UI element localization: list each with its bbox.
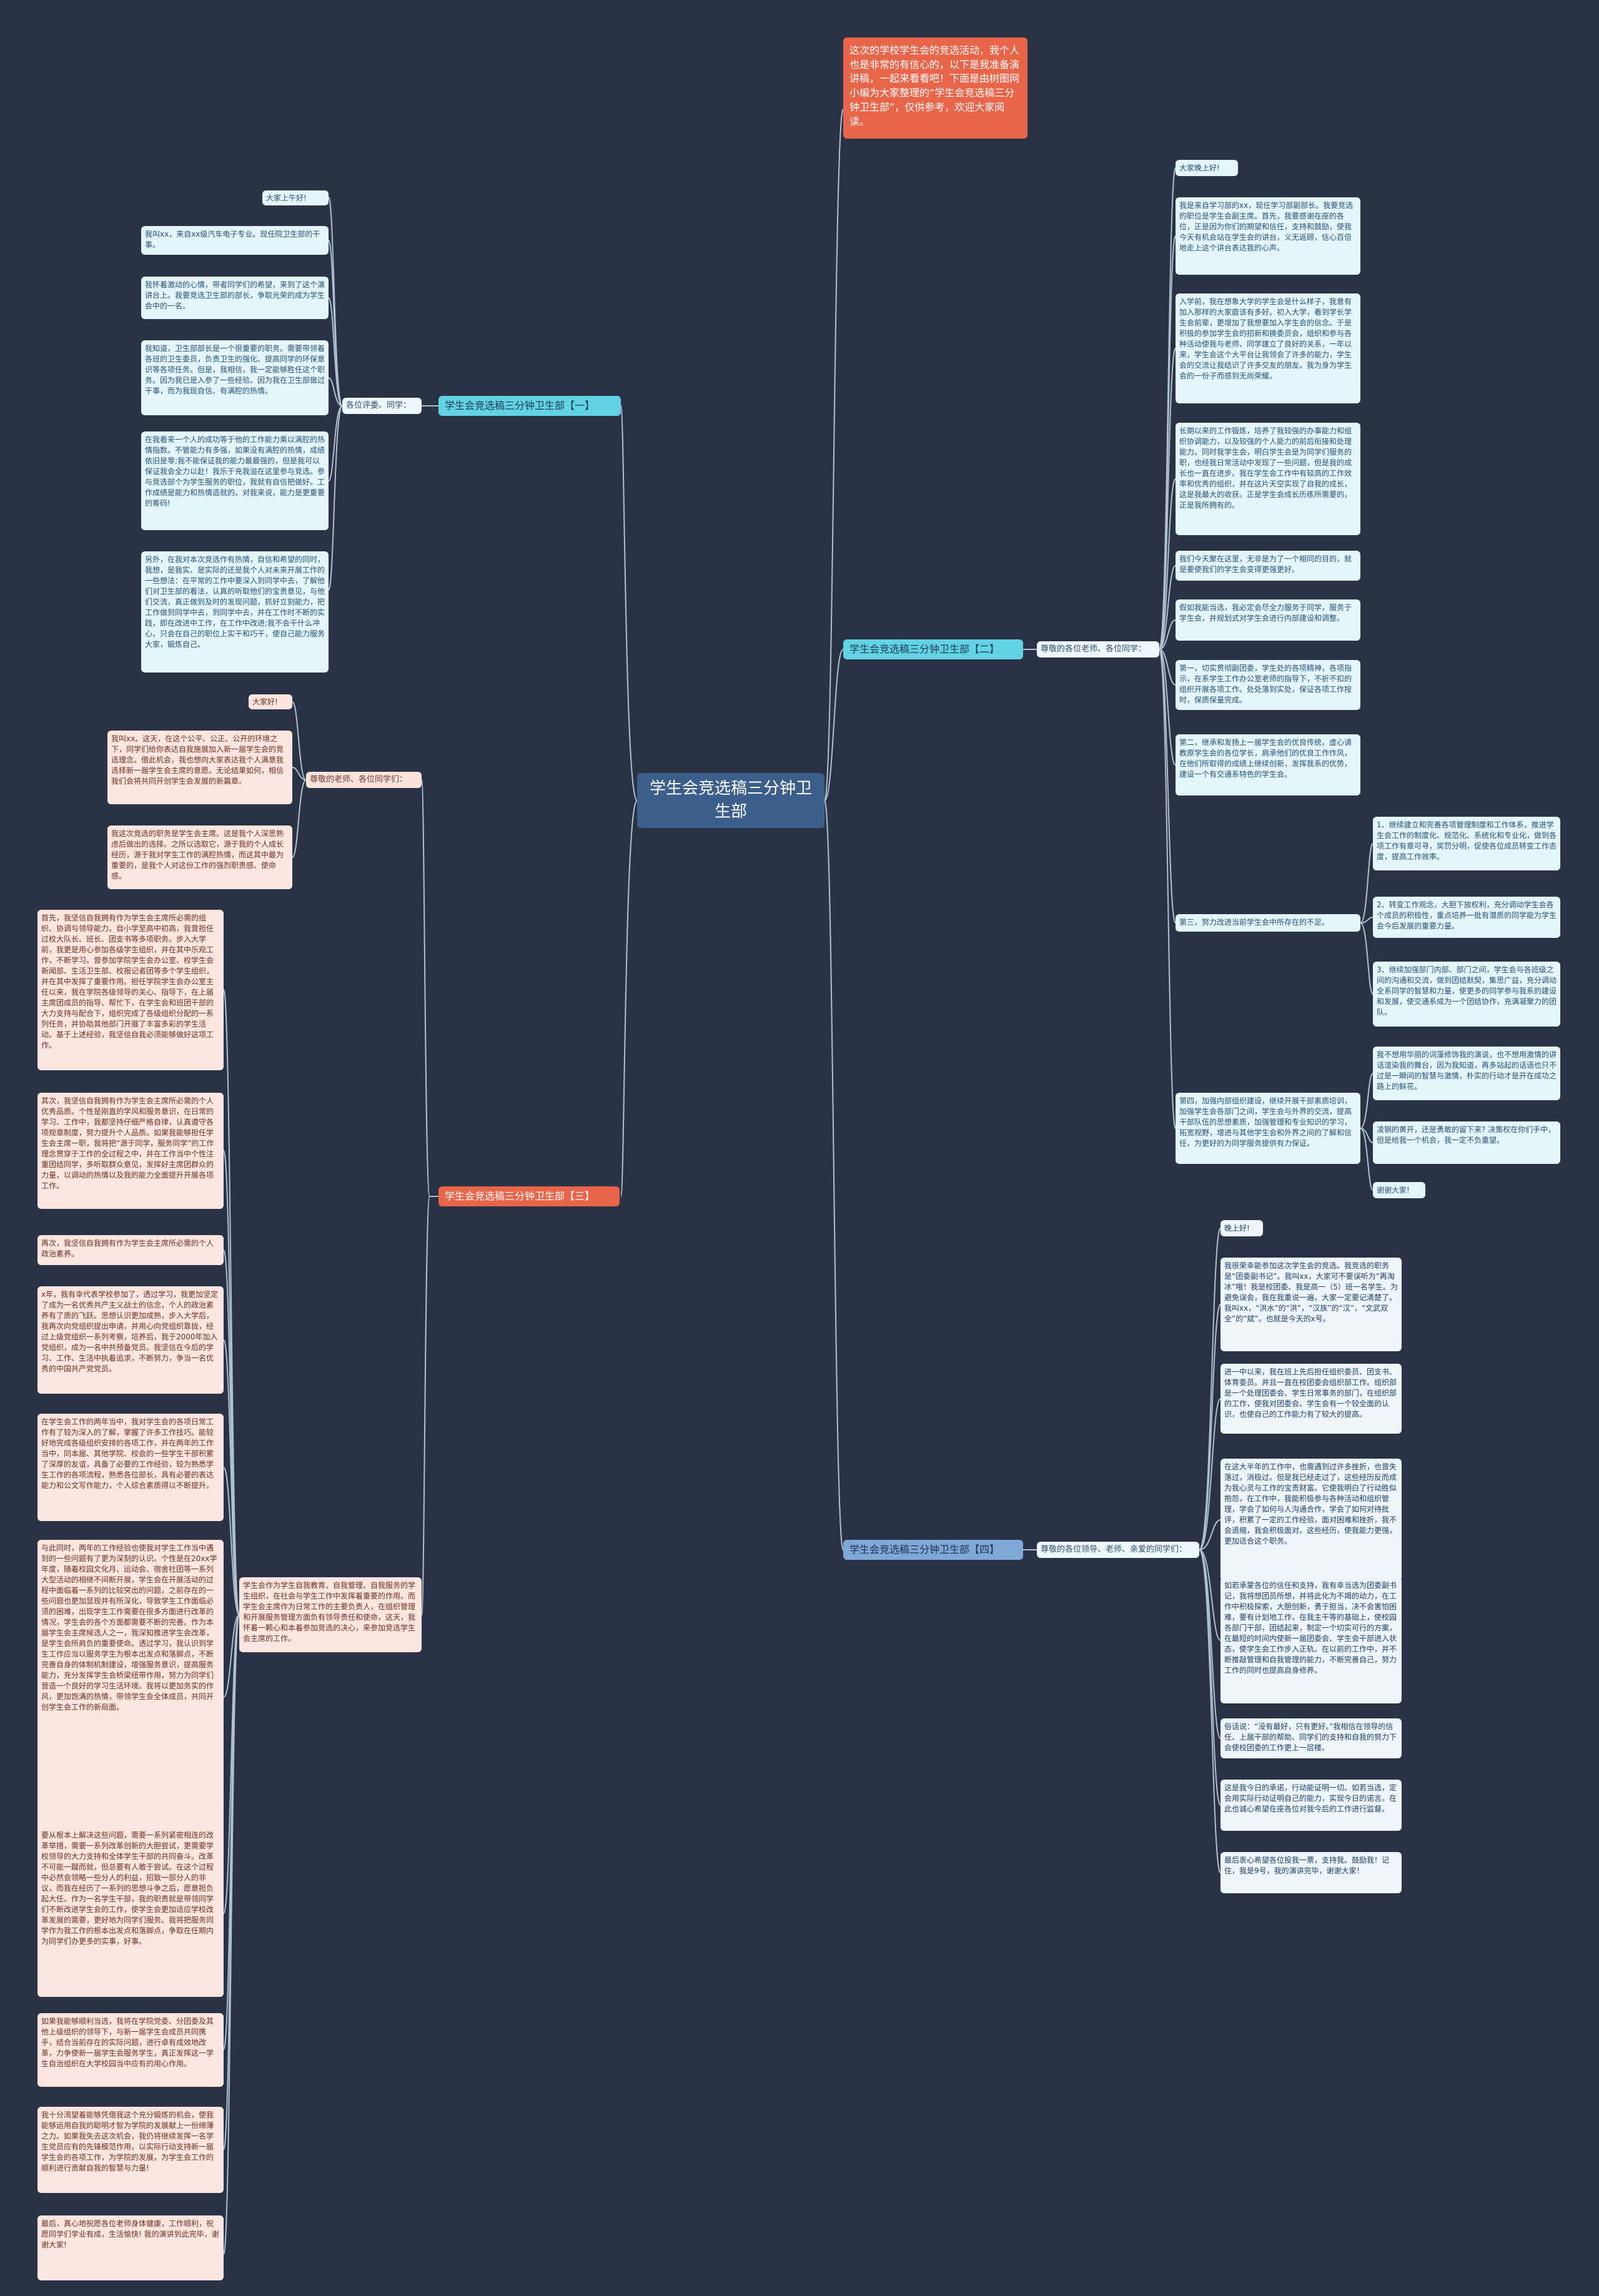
branch-2-title[interactable]: 学生会竞选稿三分钟卫生部【二】: [843, 639, 1023, 659]
branch-2-leaf-9: 第三，努力改进当前学生会中所存在的不足。: [1176, 914, 1360, 932]
branch-3-leaf-7: x年，我有幸代表学校参加了，透过学习，我更加坚定了成为一名优秀共产主义战士的信念…: [37, 1286, 224, 1394]
branch-3-leaf-6: 再次，我坚信自我拥有作为学生会主席所必需的个人政治素养。: [37, 1235, 224, 1265]
branch-2-leaf-7: 第一，切实贯彻副团委，学生处的各项精神，各项指示，在系学生工作办公室老师的指导下…: [1176, 660, 1360, 710]
branch-3-leaf-10: 要从根本上解决这些问题，需要一系列紧密相连的改革举措，需要一系列改革创新的大胆尝…: [37, 1827, 224, 1997]
branch-2-salutation[interactable]: 尊敬的各位老师、各位同学：: [1037, 641, 1159, 658]
branch-4-salutation[interactable]: 尊敬的各位领导、老师、亲爱的同学们：: [1037, 1542, 1199, 1558]
branch-3-leaf-5: 其次，我坚信自我拥有作为学生会主席所必需的个人优秀品质。个性是刚直的学风和服务意…: [37, 1093, 224, 1209]
branch-1-title[interactable]: 学生会竞选稿三分钟卫生部【一】: [438, 396, 621, 416]
intro-summary: 这次的学校学生会的竞选活动，我个人也是非常的有信心的，以下是我准备演讲稿，一起来…: [843, 37, 1027, 139]
branch-3-leaf-13: 最后，真心地祝愿各位老师身体健康，工作顺利，祝愿同学们学业有成，生活愉快! 我的…: [37, 2215, 224, 2280]
branch-1-leaf-5: 在我看来一个人的成功等于他的工作能力乘以满腔的热情指数。不管能力有多强，如果没有…: [141, 431, 329, 530]
branch-3-leaf-4: 首先，我坚信自我拥有作为学生会主席所必需的组织、协调与领导能力。自小学至高中初高…: [37, 910, 224, 1070]
branch-2-leaf-4: 长期以来的工作锻炼，培养了我较强的办事能力和组织协调能力，以及较强的个人能力的前…: [1176, 423, 1360, 535]
branch-4-leaf-7: 这是我今日的承诺，行动能证明一切。如若当选，定会用实际行动证明自己的能力，实现今…: [1220, 1780, 1402, 1831]
branch-2-leaf-10-3: 谢谢大家!: [1373, 1182, 1425, 1198]
branch-4-leaf-8: 最后衷心希望各位投我一票，支持我。鼓励我！记住，我是9号，我的演讲完毕，谢谢大家…: [1220, 1852, 1402, 1893]
branch-3-leaf-9: 与此同时，两年的工作经验也使我对学生工作当中遇到的一些问题有了更为深刻的认识。个…: [37, 1540, 224, 1855]
branch-2-leaf-9-3: 3、继续加强部门内部、部门之间，学生会与各班级之间的沟通和交流，做到团结默契，集…: [1373, 962, 1560, 1027]
branch-1-leaf-3: 我怀着激动的心情，带者同学们的希望，来到了这个演讲台上。我要竞选卫生部的部长，争…: [141, 277, 329, 319]
branch-4-leaf-6: 俗话说：“没有最好，只有更好。”我相信在领导的信任、上届干部的帮助、同学们的支持…: [1220, 1718, 1402, 1758]
branch-2-leaf-5: 我们今天聚在这里，无非是为了一个相同的目的，就是要使我们的学生会变得更强更好。: [1176, 551, 1360, 581]
branch-3-leaf-1: 大家好!: [249, 694, 292, 709]
branch-3-leaf-11: 如果我能够顺利当选，我将在学院党委、分团委及其他上级组织的领导下，与新一届学生会…: [37, 2013, 224, 2087]
branch-3-title[interactable]: 学生会竞选稿三分钟卫生部【三】: [438, 1186, 620, 1206]
branch-4-leaf-2: 我很荣幸能参加这次学生会的竞选。我竞选的职务是“团委副书记”。我叫xx，大家可不…: [1220, 1258, 1402, 1351]
branch-1-salutation[interactable]: 各位评委、同学：: [342, 398, 422, 414]
branch-2-leaf-6: 假如我能当选，我必定会尽全力服务于同学，服务于学生会，并规划式对学生会进行内部建…: [1176, 599, 1360, 641]
branch-1-leaf-4: 我知道，卫生部部长是一个很重要的职务。需要带领着各班的卫生委员，负责卫生的强化、…: [141, 340, 329, 415]
branch-3-leaf-3: 我这次竞选的职务是学生会主席。这是我个人深思熟虑后做出的选择。之所以选取它，源于…: [107, 825, 292, 889]
branch-2-leaf-2: 我是来自学习部的xx，现任学习部副部长。我要竞选的职位是学生会副主席。首先，我要…: [1176, 197, 1360, 275]
branch-1-leaf-6: 另外，在我对本次竞选作有热情，自信和希望的同时，我想，是我实、是实际的还是我个人…: [141, 551, 329, 673]
branch-3-leaf-2: 我叫xx。这天，在这个公平、公正、公开的环境之下，同学们给你表达自我施展加入新一…: [107, 731, 292, 804]
branch-2-leaf-9-1: 1、继续建立和完善各项管理制度和工作体系，推进学生会工作的制度化、规范化、系统化…: [1373, 817, 1560, 870]
root-topic[interactable]: 学生会竞选稿三分钟卫生部: [637, 773, 824, 828]
branch-2-leaf-1: 大家晚上好!: [1176, 160, 1238, 176]
branch-4-leaf-5: 如若承蒙各位的信任和支持，我有幸当选为团委副书记，我将想团员所想，并将此化为不竭…: [1220, 1577, 1402, 1703]
branch-4-leaf-1: 晚上好!: [1220, 1220, 1263, 1236]
branch-4-title[interactable]: 学生会竞选稿三分钟卫生部【四】: [843, 1540, 1023, 1560]
branch-4-leaf-4: 在这大半年的工作中，也需遇到过许多挫折，也曾失落过，消极过。但是我已经走过了，这…: [1220, 1459, 1402, 1581]
branch-4-leaf-3: 进一中以来，我在班上先后担任组织委员、团支书、体育委员。并且一直在校团委会组织部…: [1220, 1364, 1402, 1434]
branch-3-sub-right: 学生会作为学生自我教育、自我管理、自我服务的学生组织，在社会与学生工作中发挥着重…: [239, 1577, 422, 1652]
branch-2-leaf-9-2: 2、转变工作观念，大胆下放权利，充分调动学生会各个成员的积极性，重点培养一批有潜…: [1373, 897, 1560, 938]
branch-1-leaf-1: 大家上午好!: [262, 190, 329, 205]
branch-3-salutation[interactable]: 尊敬的老师、各位同学们：: [306, 772, 422, 788]
branch-2-leaf-3: 入学前，我在想象大学的学生会是什么样子，我意有加入那样的大家庭该有多好。初入大学…: [1176, 293, 1360, 403]
branch-3-leaf-8: 在学生会工作的两年当中，我对学生会的各项日常工作有了较为深入的了解，掌握了许多工…: [37, 1414, 224, 1521]
branch-3-leaf-12: 我十分渴望着能够凭借我这个充分锻炼的机会，使我能够运用自我的聪明才智为学院的发展…: [37, 2107, 224, 2193]
branch-1-leaf-2: 我叫xx，来自xx级汽车电子专业。现任院卫生部的干事。: [141, 226, 329, 255]
branch-2-leaf-8: 第二，继承和发扬上一届学生会的优良传统，虚心请教原学生会的各位学长，肩承他们的优…: [1176, 734, 1360, 796]
branch-2-leaf-10-2: 凌钢的黄开，还是勇敢的留下来? 决策权在你们手中，但是给我一个机会，我一定不负重…: [1373, 1121, 1560, 1164]
branch-2-leaf-10: 第四，加强内部组织建设，继续开展干部素质培训，加强学生会各部门之间，学生会与外界…: [1176, 1093, 1360, 1164]
branch-2-leaf-10-1: 我不想用华丽的词藻修饰我的演说，也不想用激情的讲话渲染我的舞台，因为我知道，再多…: [1373, 1047, 1560, 1100]
